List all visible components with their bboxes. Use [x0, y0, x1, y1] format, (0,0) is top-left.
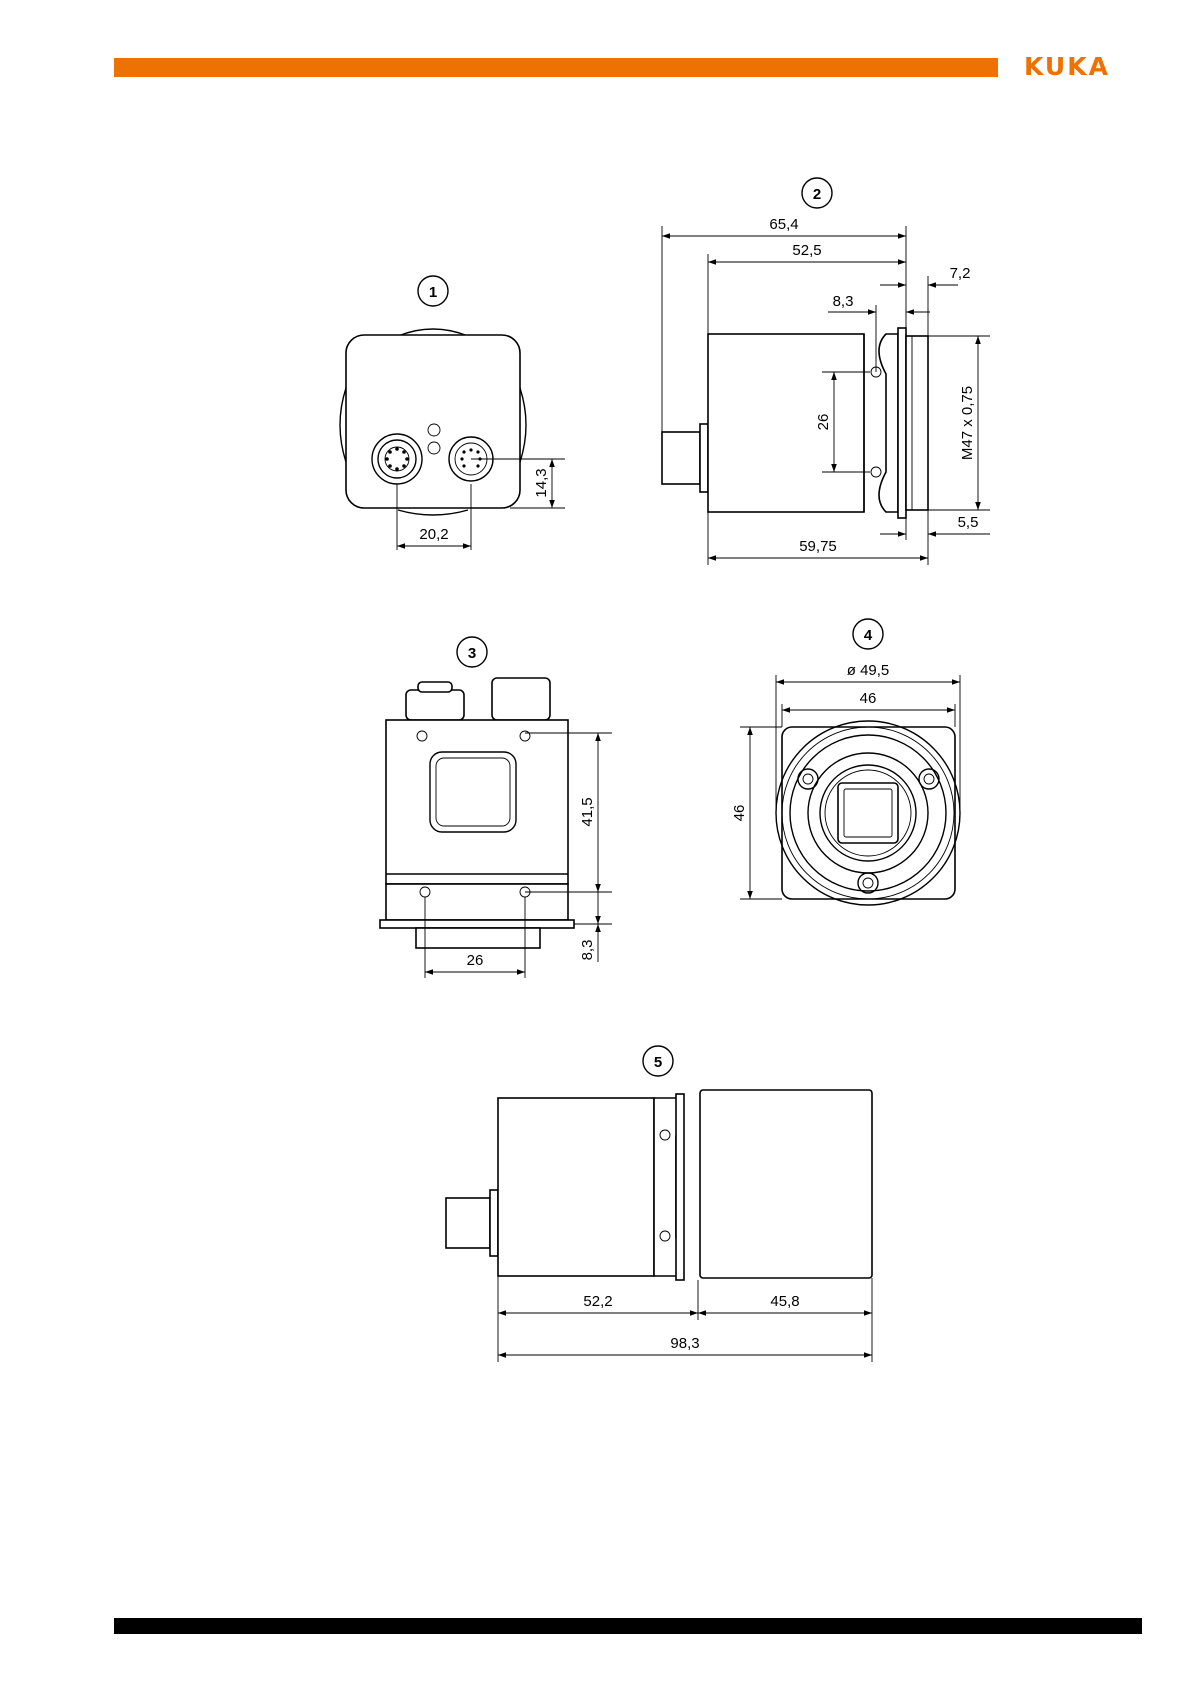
view-3-connector-left [406, 690, 464, 720]
view-3-thread [416, 928, 540, 948]
view-2-marker: 2 [813, 186, 821, 203]
view-5-body [498, 1098, 654, 1276]
view-4-marker: 4 [864, 627, 873, 644]
view-2-dim-ring: 5,5 [958, 514, 979, 531]
view-1-rear: 1 20,2 14,3 [340, 276, 565, 550]
view-5-marker: 5 [654, 1054, 662, 1071]
view-1-dim-width: 20,2 [419, 526, 448, 543]
view-2-dim-flange: 7,2 [950, 265, 971, 282]
view-2-dim-overall: 59,75 [799, 538, 837, 555]
view-2-clamp-ring [879, 334, 898, 512]
view-2-dim-total: 65,4 [769, 216, 798, 233]
view-5-cover [700, 1090, 872, 1278]
view-5-connector [446, 1198, 490, 1248]
view-3-connector-right [492, 678, 550, 720]
view-5-dim-left: 52,2 [583, 1293, 612, 1310]
view-4-dim-diameter: ø 49,5 [847, 662, 890, 679]
view-2-connector [662, 432, 700, 484]
view-2-dim-hole-spacing: 26 [815, 414, 832, 431]
view-2-dim-thread: M47 x 0,75 [959, 386, 976, 460]
view-4-sensor-window [838, 783, 898, 843]
view-2-side: 2 65,4 52,5 7,2 8,3 26 M47 x 0,75 [662, 178, 990, 565]
view-2-body [708, 334, 864, 512]
view-2-thread [906, 336, 928, 510]
view-1-dim-height: 14,3 [533, 468, 550, 497]
view-2-dim-body: 52,5 [792, 242, 821, 259]
view-3-marker: 3 [468, 645, 476, 662]
view-4-dim-width: 46 [860, 690, 877, 707]
view-2-dim-hole-offset: 8,3 [833, 293, 854, 310]
view-3-clamp-ring [386, 884, 568, 920]
footer-black-bar [114, 1618, 1142, 1634]
view-1-housing [346, 335, 520, 508]
view-4-dim-height: 46 [731, 805, 748, 822]
view-2-flange [898, 328, 906, 518]
view-3-top: 3 41,5 8,3 26 [380, 637, 612, 978]
view-4-front: 4 ø 49,5 46 46 [731, 619, 960, 905]
view-3-dim-offset: 8,3 [579, 940, 596, 961]
view-5-dim-total: 98,3 [670, 1335, 699, 1352]
view-3-flange [380, 920, 574, 928]
view-2-hole-bottom-icon [871, 467, 881, 477]
view-3-dim-spacing: 26 [467, 952, 484, 969]
view-5-assembly: 5 52,2 45,8 98,3 [446, 1046, 872, 1362]
view-3-body [386, 720, 568, 884]
view-1-marker: 1 [429, 284, 437, 301]
view-5-dim-right: 45,8 [770, 1293, 799, 1310]
view-3-dim-height: 41,5 [579, 797, 596, 826]
